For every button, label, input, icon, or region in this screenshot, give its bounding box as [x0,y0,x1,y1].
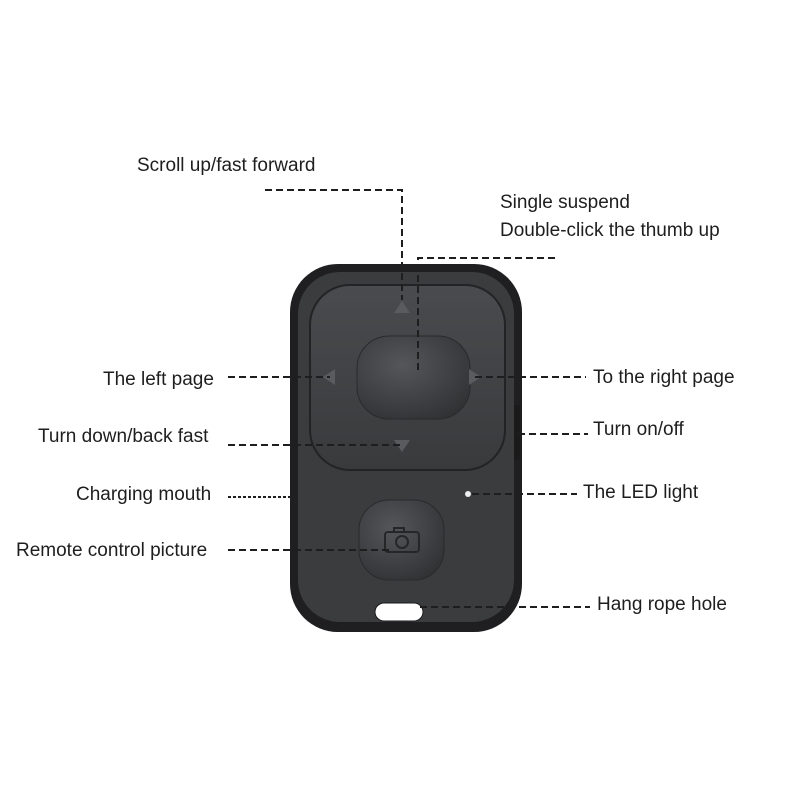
label-double-click: Double-click the thumb up [500,220,720,241]
label-right-page: To the right page [593,367,735,388]
down-arrow-icon [394,440,410,452]
label-on-off: Turn on/off [593,419,684,440]
label-single-suspend: Single suspend [500,192,630,213]
label-left-page: The left page [103,369,214,390]
center-button [356,335,471,420]
label-turn-down: Turn down/back fast [38,426,209,447]
camera-icon [384,527,420,553]
label-led: The LED light [583,482,699,503]
callout-lines [228,189,590,608]
power-switch [514,405,520,460]
up-arrow-icon [394,301,410,313]
label-charging: Charging mouth [76,484,212,505]
label-remote-picture: Remote control picture [16,540,208,561]
camera-button [358,499,445,581]
led-light [465,491,471,497]
label-scroll-up: Scroll up/fast forward [137,155,316,176]
label-rope-hole: Hang rope hole [597,594,727,615]
callout-scroll-up [265,189,403,300]
callout-suspend [417,257,555,370]
rope-hole [374,602,424,622]
